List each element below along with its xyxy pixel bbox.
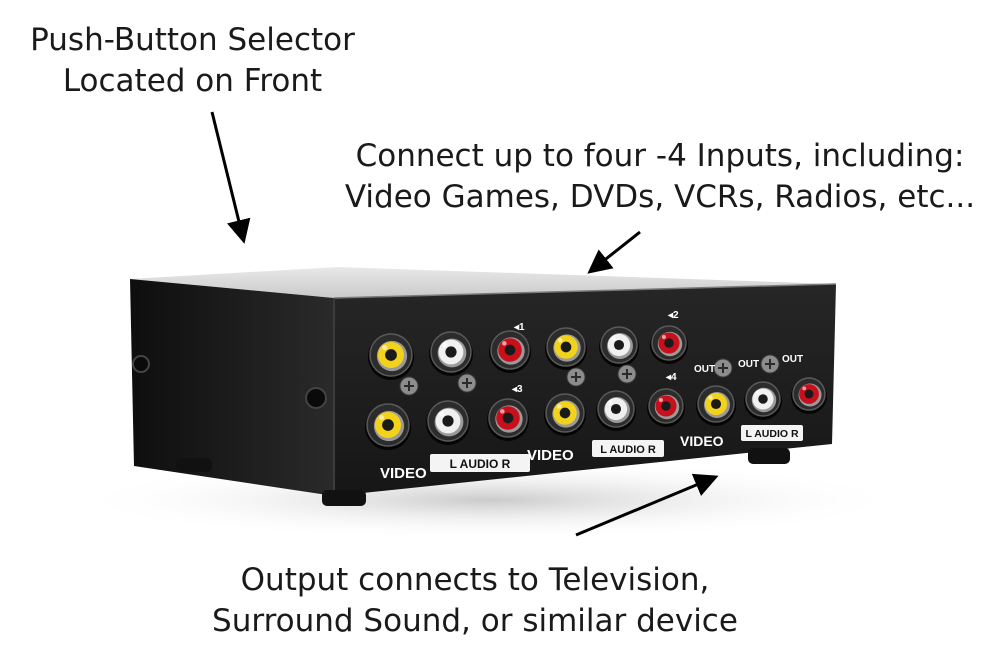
video-jack[interactable] [545, 327, 587, 370]
inputs-caption: Connect up to four -4 Inputs, including:… [320, 136, 1000, 218]
selector-caption-line-1: Push-Button Selector [30, 22, 355, 58]
screw-icon [457, 373, 477, 393]
inputs-arrow-icon [587, 230, 641, 274]
audio-right-jack[interactable] [791, 377, 827, 414]
video-out-label: VIDEO [680, 433, 724, 449]
video-jack[interactable] [365, 403, 411, 450]
side-screw-icon [132, 355, 150, 373]
side-screw-icon [305, 387, 327, 409]
rubber-foot [176, 458, 212, 472]
chassis-left-side [130, 279, 334, 496]
screw-icon [566, 367, 586, 387]
screw-icon [713, 358, 733, 378]
out-label: OUT [738, 359, 759, 370]
annotation-arrows [210, 111, 719, 537]
panel-screws [399, 354, 780, 396]
selector-arrow-icon [210, 111, 251, 244]
audio-label: L AUDIO R [450, 457, 511, 471]
output-arrow-icon [575, 473, 719, 537]
audio-right-jack[interactable] [650, 325, 688, 364]
chassis-top [130, 267, 836, 298]
rca-jacks [365, 325, 827, 450]
rubber-foot [322, 490, 366, 506]
screw-icon [760, 354, 780, 374]
input-3-label: ◂3 [511, 384, 523, 395]
out-label: OUT [694, 364, 715, 375]
inputs-caption-line-2: Video Games, DVDs, VCRs, Radios, etc... [344, 179, 976, 215]
audio-out-label-box [741, 425, 803, 441]
audio-right-jack[interactable] [487, 398, 529, 441]
audio-left-jack[interactable] [599, 326, 639, 367]
inputs-caption-line-1: Connect up to four -4 Inputs, including: [355, 138, 965, 174]
screw-icon [617, 364, 637, 384]
video-jack[interactable] [544, 393, 586, 436]
video-label: VIDEO [380, 465, 427, 482]
input-2-label: ◂2 [667, 310, 679, 321]
video-label: VIDEO [527, 447, 574, 464]
output-caption: Output connects to Television, Surround … [195, 560, 755, 642]
selector-caption: Push-Button Selector Located on Front [0, 20, 385, 102]
out-label: OUT [782, 354, 803, 365]
audio-label-box [430, 454, 530, 472]
audio-right-jack[interactable] [489, 330, 531, 373]
rubber-foot [748, 448, 790, 464]
audio-left-jack[interactable] [426, 400, 470, 445]
audio-label: L AUDIO R [600, 444, 656, 456]
audio-out-label: L AUDIO R [745, 428, 799, 440]
output-caption-line-2: Surround Sound, or similar device [212, 603, 738, 639]
selector-caption-line-2: Located on Front [62, 63, 323, 99]
audio-left-jack[interactable] [744, 381, 782, 420]
input-4-label: ◂4 [665, 372, 677, 383]
audio-left-jack[interactable] [596, 390, 636, 431]
video-jack[interactable] [696, 385, 736, 426]
audio-right-jack[interactable] [647, 388, 685, 427]
screw-icon [399, 376, 419, 396]
audio-left-jack[interactable] [429, 331, 473, 376]
output-caption-line-1: Output connects to Television, [240, 562, 710, 598]
audio-label-box [592, 440, 664, 457]
video-jack[interactable] [368, 333, 414, 380]
panel-labels: VIDEO L AUDIO R VIDEO L AUDIO R VIDEO L … [380, 310, 803, 482]
input-1-label: ◂1 [513, 322, 525, 333]
